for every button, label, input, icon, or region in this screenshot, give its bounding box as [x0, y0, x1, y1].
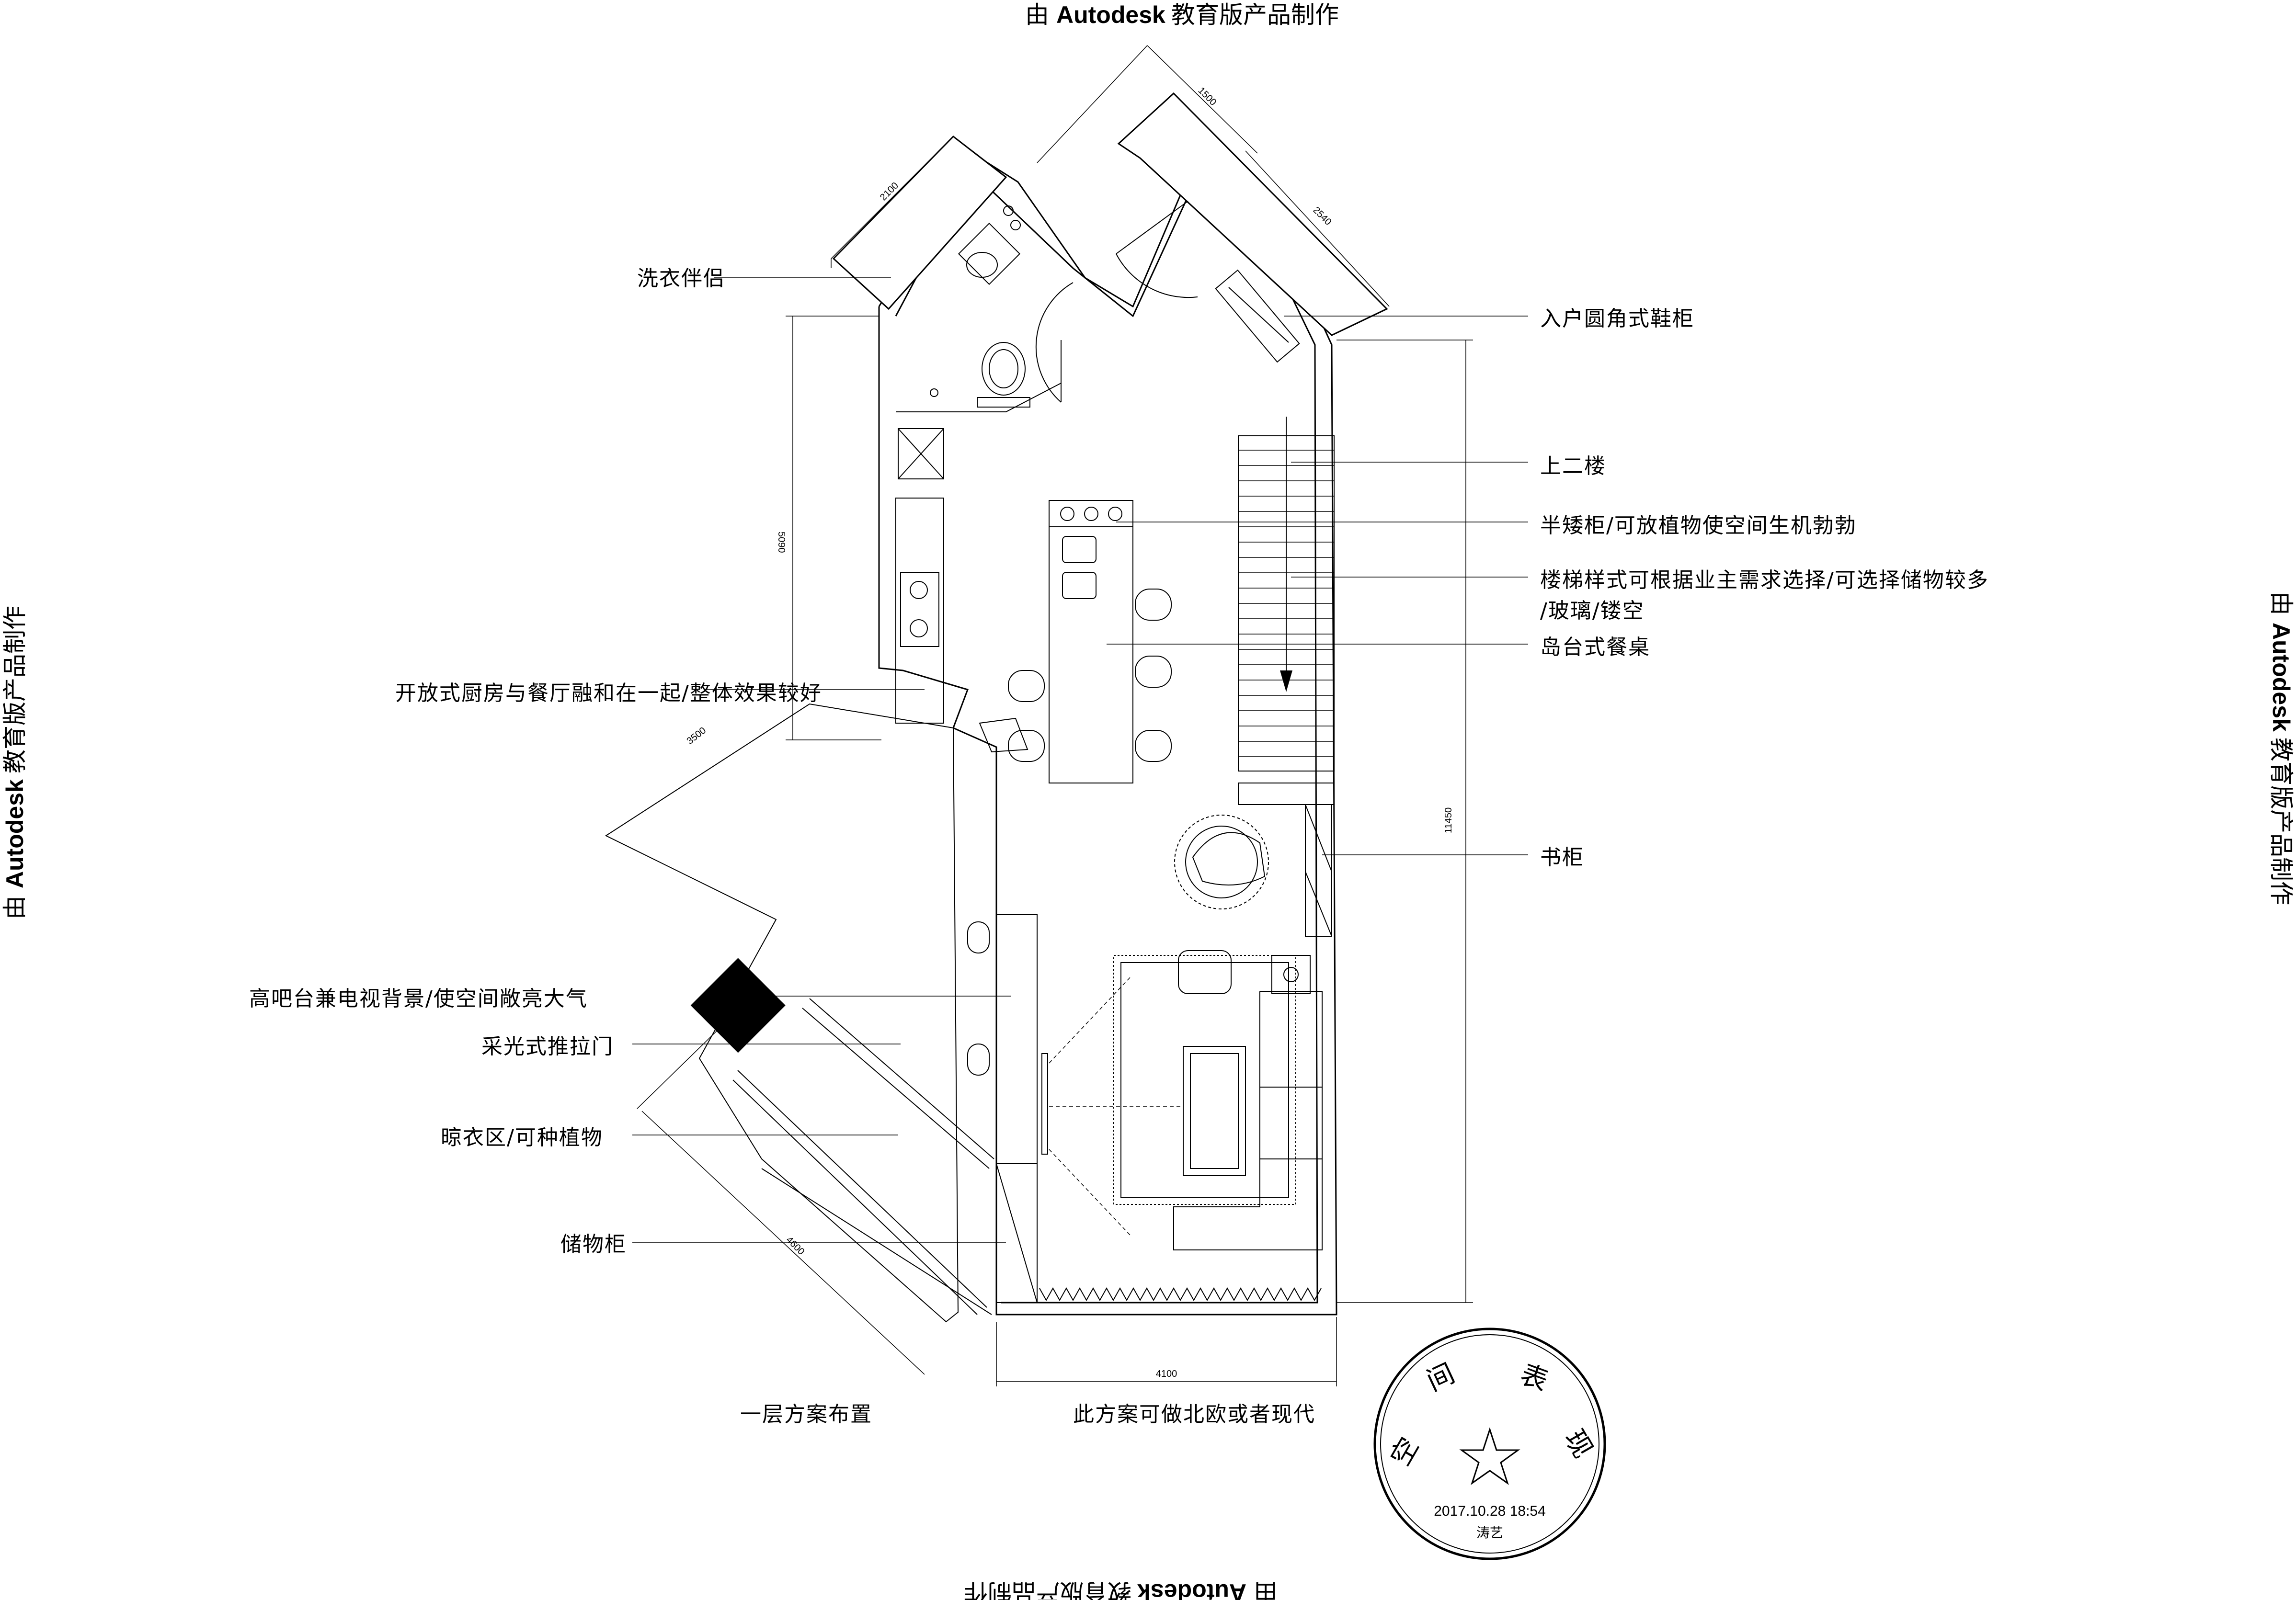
stamp-name: 涛艺: [1476, 1525, 1503, 1541]
watermark-left-prefix: 由: [1, 896, 28, 919]
label-floor-plan-title: 一层方案布置: [740, 1402, 872, 1427]
dim-3500: 3500: [685, 725, 708, 747]
dim-11450: 11450: [1443, 807, 1454, 833]
watermark-right: 由 Autodesk 教育版产品制作: [2268, 591, 2295, 905]
watermark-bottom-prefix: 由: [1254, 1579, 1278, 1600]
curtain-zigzag: [1039, 1287, 1322, 1302]
seal-stamp: 空 间 表 现 2017.10.28 18:54 涛艺: [1373, 1328, 1606, 1560]
label-laundry: 洗衣伴侣: [637, 266, 725, 291]
label-storage: 储物柜: [560, 1232, 627, 1257]
stair-arrow-icon: [1280, 670, 1292, 692]
dim-5090: 5090: [776, 532, 787, 553]
label-bookcase: 书柜: [1540, 845, 1584, 870]
watermark-top-suffix: 教育版产品制作: [1171, 1, 1339, 28]
watermark-right-brand: Autodesk: [2268, 623, 2295, 732]
column-marker: [690, 958, 786, 1053]
dim-2540: 2540: [1311, 205, 1333, 227]
dim-4100: 4100: [1156, 1369, 1177, 1379]
walls: [605, 92, 1388, 1323]
label-open-kitchen: 开放式厨房与餐厅融和在一起/整体效果较好: [395, 681, 822, 705]
watermark-bottom: 由 Autodesk 教育版产品制作: [964, 1579, 1278, 1600]
watermark-top: 由 Autodesk 教育版产品制作: [1025, 1, 1339, 28]
watermark-top-prefix: 由: [1025, 1, 1049, 28]
label-half-cabinet: 半矮柜/可放植物使空间生机勃勃: [1540, 513, 1857, 538]
dimension-lines: 1500 2100 2540 5090 3500 11450 4600 4100: [605, 45, 1473, 1386]
watermark-left: 由 Autodesk 教育版产品制作: [1, 606, 28, 919]
stamp-char-4: 现: [1558, 1425, 1599, 1464]
label-bar-counter: 高吧台兼电视背景/使空间敞亮大气: [249, 987, 588, 1011]
label-drying-area: 晾衣区/可种植物: [441, 1125, 603, 1150]
label-shoe-cabinet: 入户圆角式鞋柜: [1540, 306, 1694, 331]
stamp-char-2: 间: [1422, 1358, 1459, 1397]
annotations: 洗衣伴侣 入户圆角式鞋柜 上二楼 半矮柜/可放植物使空间生机勃勃 楼梯样式可根据…: [249, 266, 1989, 1427]
fixtures: [690, 201, 1335, 1303]
watermark-right-prefix: 由: [2268, 591, 2295, 615]
watermark-bottom-brand: Autodesk: [1137, 1579, 1246, 1600]
watermark-right-suffix: 教育版产品制作: [2268, 738, 2295, 905]
leader-lines: [632, 277, 1528, 1243]
label-island-table: 岛台式餐桌: [1540, 635, 1650, 659]
stamp-char-3: 表: [1516, 1359, 1552, 1397]
label-stair-style-1: 楼梯样式可根据业主需求选择/可选择储物较多: [1540, 568, 1989, 592]
star-icon: [1459, 1427, 1520, 1485]
stamp-date: 2017.10.28 18:54: [1434, 1503, 1546, 1519]
watermark-bottom-suffix: 教育版产品制作: [964, 1579, 1131, 1600]
label-sliding-door: 采光式推拉门: [481, 1034, 614, 1059]
label-style-note: 此方案可做北欧或者现代: [1073, 1402, 1315, 1427]
watermark-left-suffix: 教育版产品制作: [1, 606, 28, 773]
watermark-left-brand: Autodesk: [1, 779, 28, 888]
watermark-top-brand: Autodesk: [1056, 1, 1165, 28]
stamp-char-1: 空: [1385, 1432, 1425, 1471]
label-stair-style-2: /玻璃/镂空: [1540, 599, 1645, 623]
label-upstairs: 上二楼: [1540, 454, 1606, 478]
